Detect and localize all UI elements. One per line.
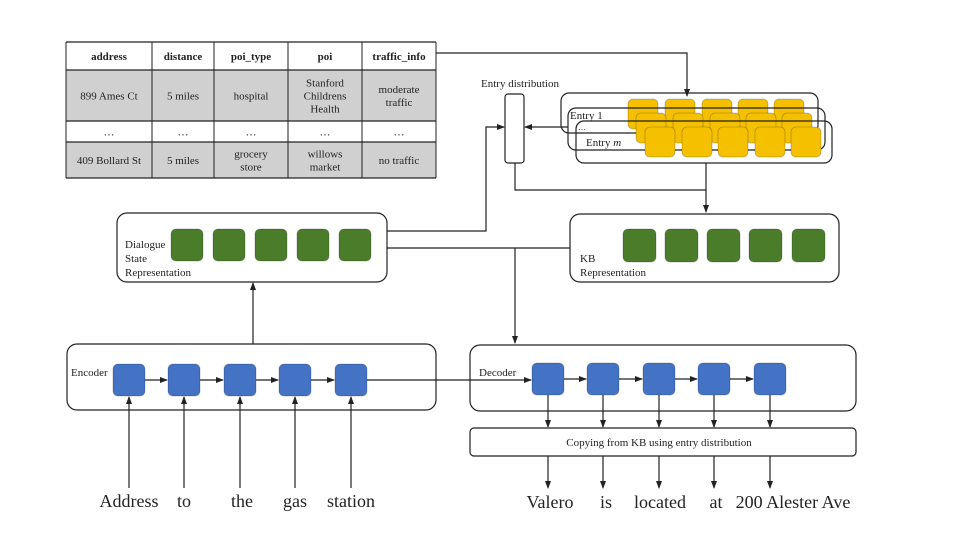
table-cell: … xyxy=(320,127,331,139)
dialogue-state-cell xyxy=(212,228,246,262)
table-cell: hospital xyxy=(234,91,269,103)
table-cell: 5 miles xyxy=(167,91,199,103)
encoder-cell xyxy=(167,363,201,397)
kb-representation-cell xyxy=(748,228,783,263)
word-sequences: Address to the gas station Valero is located at 2… xyxy=(100,395,851,512)
entry-dist-to-kb-rep-line xyxy=(514,163,706,191)
kb-entry-cell xyxy=(754,126,786,158)
table-row-shade xyxy=(66,70,436,121)
kb-entries-stack: Entry 1 … Entry m xyxy=(560,92,833,164)
dialogue-state-label: Dialogue State Representation xyxy=(125,239,191,279)
table-cell: Stanford xyxy=(306,78,344,90)
kb-table: address distance poi_type poi traffic_info 89… xyxy=(65,41,437,179)
input-word: Address xyxy=(100,491,159,511)
output-word: is xyxy=(600,492,612,512)
dialogue-state-cell xyxy=(296,228,330,262)
decoder-cell xyxy=(697,362,731,396)
table-header: traffic_info xyxy=(372,51,426,63)
table-cell: no traffic xyxy=(379,155,420,167)
decoder-cell xyxy=(753,362,787,396)
output-word: 200 Alester Ave xyxy=(736,492,851,512)
table-cell: traffic xyxy=(386,97,413,109)
entry-ellipsis: … xyxy=(578,123,586,132)
output-word: Valero xyxy=(527,492,574,512)
encoder-label: Encoder xyxy=(71,367,108,379)
decoder-cell xyxy=(586,362,620,396)
decoder-label: Decoder xyxy=(479,367,517,379)
output-word: at xyxy=(710,492,723,512)
table-cell: moderate xyxy=(379,84,420,96)
kb-entry-cell xyxy=(790,126,822,158)
dialogue-state-cell xyxy=(170,228,204,262)
encoder-cell xyxy=(278,363,312,397)
table-cell: willows xyxy=(308,149,343,161)
input-word: station xyxy=(327,491,375,511)
table-cell: Childrens xyxy=(304,91,347,103)
input-word: the xyxy=(231,491,253,511)
copy-box-label: Copying from KB using entry distribution xyxy=(566,437,752,449)
kb-entry-cell xyxy=(717,126,749,158)
kb-entry-box xyxy=(575,120,833,164)
table-cell: … xyxy=(178,127,189,139)
encoder-cell xyxy=(112,363,146,397)
entry-distribution-label: Entry distribution xyxy=(481,78,559,90)
table-header: distance xyxy=(164,51,203,63)
input-word: gas xyxy=(283,491,307,511)
table-cell: 5 miles xyxy=(167,155,199,167)
kb-representation-label: KB Representation xyxy=(580,253,646,279)
decoder-cell xyxy=(531,362,565,396)
kb-representation-cell xyxy=(706,228,741,263)
encoder-cell xyxy=(223,363,257,397)
table-cell: … xyxy=(246,127,257,139)
table-row-shade xyxy=(66,142,436,178)
table-cell: market xyxy=(310,162,341,174)
table-to-kb-arrow xyxy=(436,52,690,97)
dialogue-to-entry-dist-arrow xyxy=(387,124,505,232)
table-cell: store xyxy=(240,162,262,174)
kb-entry-cell xyxy=(644,126,676,158)
copy-box xyxy=(469,427,857,457)
table-header: address xyxy=(91,51,128,63)
output-word: located xyxy=(634,492,686,512)
table-cell: … xyxy=(104,127,115,139)
table-cell: grocery xyxy=(234,149,268,161)
entry-m-label: Entry m xyxy=(586,137,621,149)
input-word: to xyxy=(177,491,191,511)
table-cell: 409 Bollard St xyxy=(77,155,141,167)
entry-m-prefix: Entry xyxy=(586,137,613,149)
dialogue-state-cell xyxy=(338,228,372,262)
kb-entry-cell xyxy=(681,126,713,158)
kb-representation-cell xyxy=(664,228,699,263)
entry-distribution-box xyxy=(504,93,525,164)
table-cell: … xyxy=(394,127,405,139)
encoder-cell xyxy=(334,363,368,397)
entry-m-variable: m xyxy=(613,137,621,149)
decoder-cell xyxy=(642,362,676,396)
table-cell: 899 Ames Ct xyxy=(80,91,137,103)
table-cell: Health xyxy=(310,104,340,116)
kb-representation-cell xyxy=(622,228,657,263)
table-header: poi_type xyxy=(231,51,271,63)
table-header: poi xyxy=(318,51,333,63)
kb-representation-cell xyxy=(791,228,826,263)
entry-1-label: Entry 1 xyxy=(570,110,603,122)
dialogue-state-cell xyxy=(254,228,288,262)
